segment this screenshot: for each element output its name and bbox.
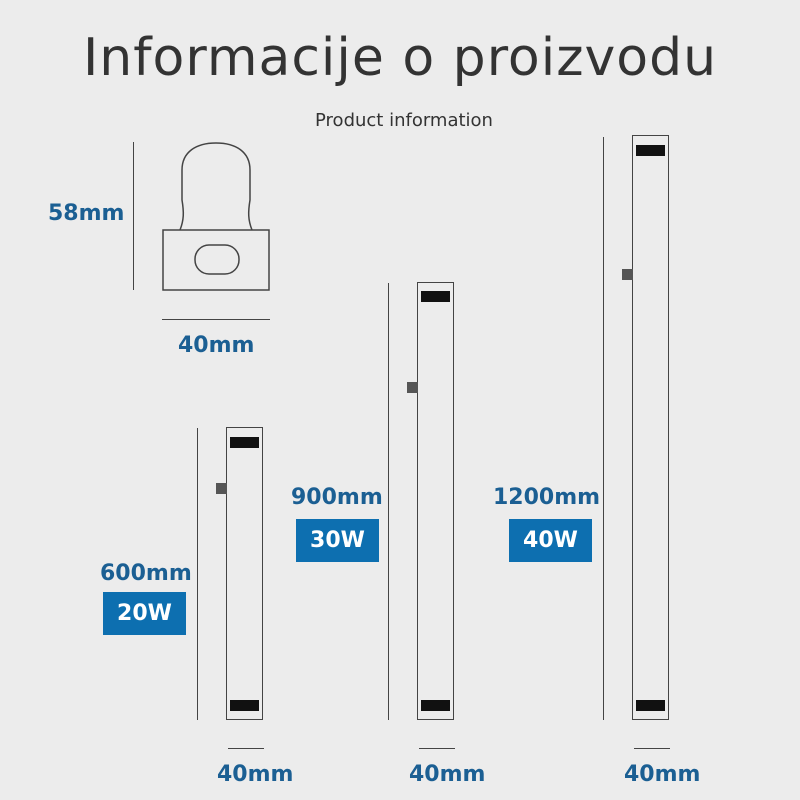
- power-badge: 30W: [296, 519, 379, 562]
- length-dimension-line: [603, 137, 604, 720]
- width-dimension-line: [634, 748, 670, 749]
- height-dimension-line: [133, 142, 134, 290]
- height-label: 58mm: [48, 201, 125, 226]
- page-subtitle: Product information: [315, 110, 493, 131]
- end-cap-top: [230, 437, 259, 448]
- page-title: Informacije o proizvodu: [82, 28, 718, 88]
- width-label: 40mm: [217, 762, 294, 787]
- end-cap-bottom: [230, 700, 259, 711]
- power-badge: 20W: [103, 592, 186, 635]
- length-label: 1200mm: [493, 485, 601, 510]
- width-label: 40mm: [178, 333, 255, 358]
- end-cap-bottom: [636, 700, 665, 711]
- length-label: 900mm: [291, 485, 383, 510]
- width-dimension-line: [162, 319, 270, 320]
- length-dimension-line: [388, 283, 389, 720]
- width-dimension-line: [228, 748, 264, 749]
- tube-outline: [226, 427, 263, 720]
- profile-outline-icon: [162, 142, 270, 291]
- width-dimension-line: [419, 748, 455, 749]
- end-cap-top: [421, 291, 450, 302]
- mount-dot: [216, 483, 227, 494]
- tube-outline: [632, 135, 669, 720]
- width-label: 40mm: [409, 762, 486, 787]
- length-dimension-line: [197, 428, 198, 720]
- end-cap-top: [636, 145, 665, 156]
- end-cap-bottom: [421, 700, 450, 711]
- power-badge: 40W: [509, 519, 592, 562]
- mount-dot: [407, 382, 418, 393]
- length-label: 600mm: [100, 561, 192, 586]
- mount-dot: [622, 269, 633, 280]
- tube-outline: [417, 282, 454, 720]
- width-label: 40mm: [624, 762, 701, 787]
